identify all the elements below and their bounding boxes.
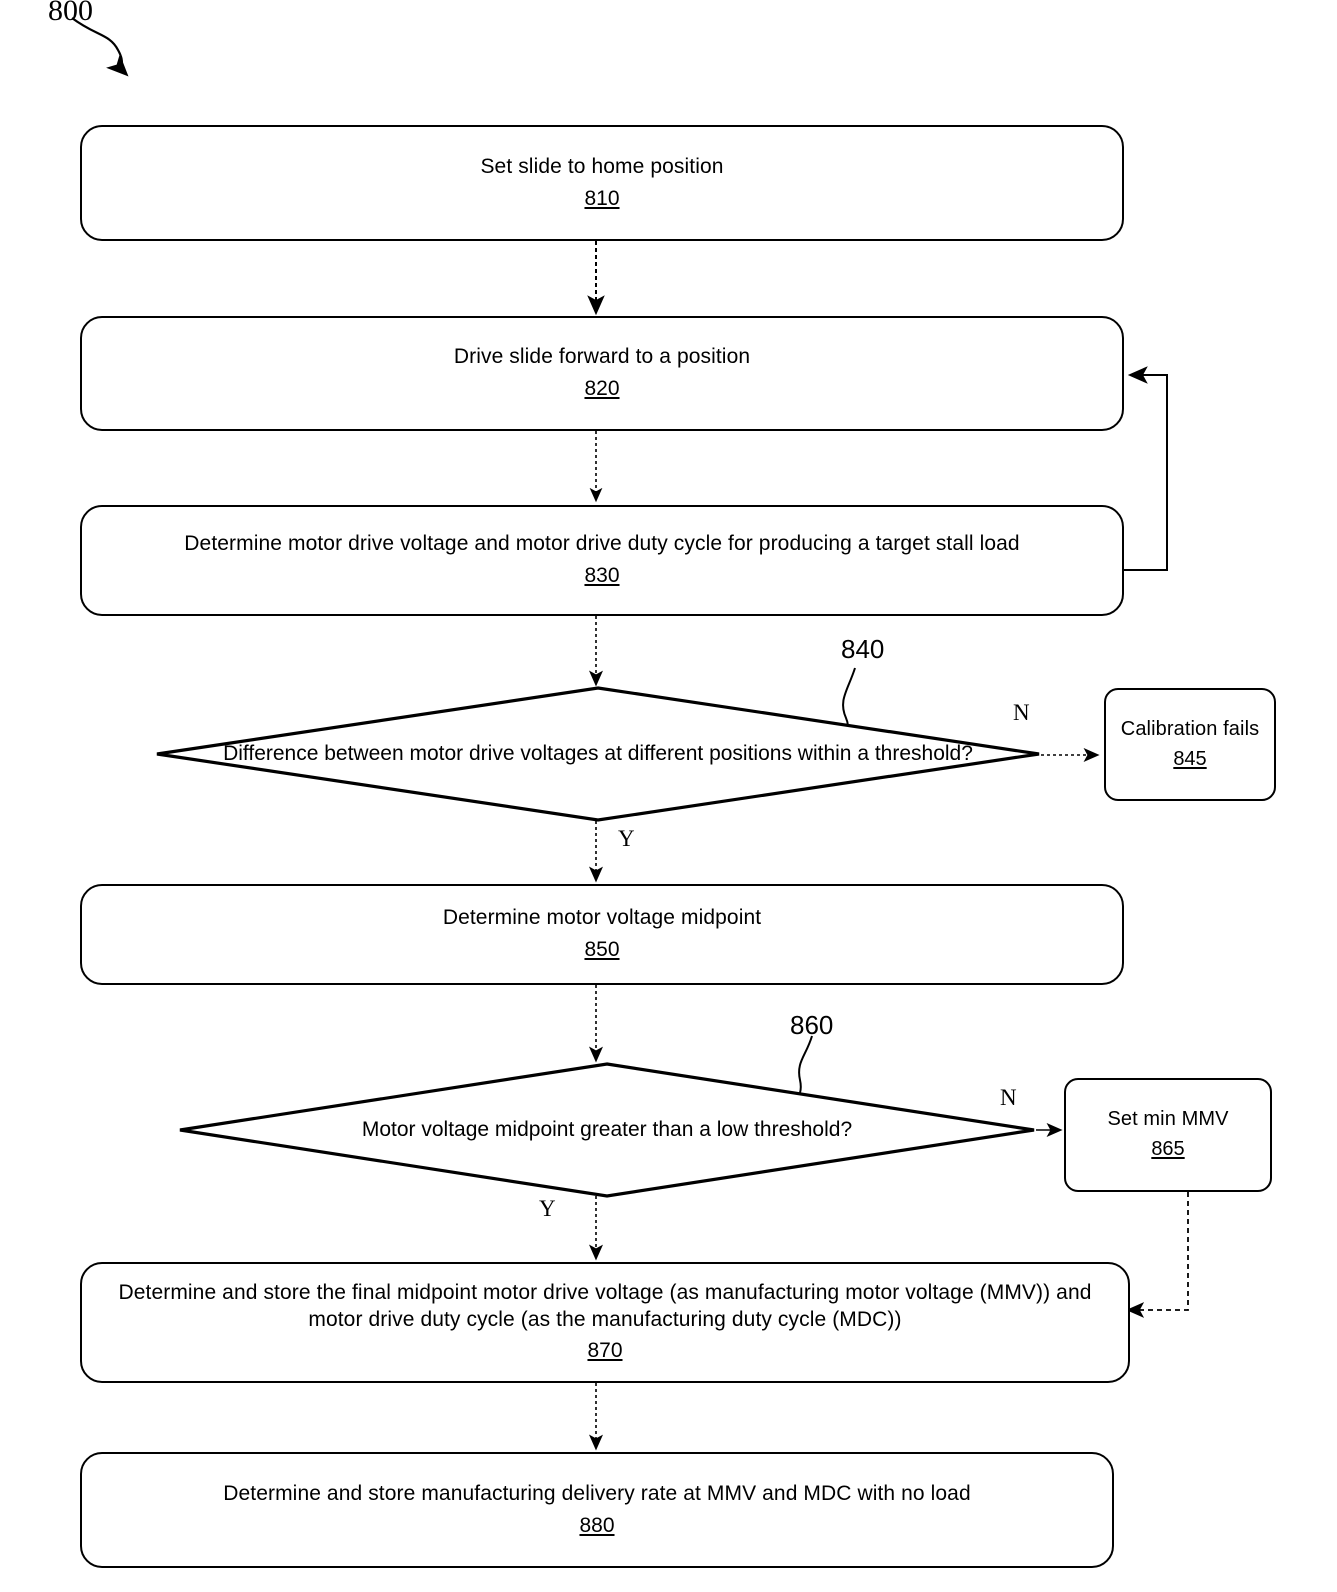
process-node-880[interactable]: Determine and store manufacturing delive… bbox=[80, 1452, 1114, 1568]
process-node-850[interactable]: Determine motor voltage midpoint 850 bbox=[80, 884, 1124, 985]
branch-label-840-no: N bbox=[1013, 700, 1030, 725]
node-865-text: Set min MMV bbox=[1107, 1108, 1229, 1131]
process-node-845[interactable]: Calibration fails 845 bbox=[1104, 688, 1276, 801]
node-870-ref: 870 bbox=[587, 1339, 623, 1363]
callout-label-860: 860 bbox=[790, 1010, 834, 1040]
figure-number: 800 bbox=[48, 0, 93, 27]
node-860-text: Motor voltage midpoint greater than a lo… bbox=[361, 1117, 853, 1141]
branch-label-840-yes: Y bbox=[618, 826, 635, 851]
node-820-text: Drive slide forward to a position bbox=[453, 345, 751, 369]
node-845-ref: 845 bbox=[1173, 747, 1207, 770]
process-node-810[interactable]: Set slide to home position 810 bbox=[80, 125, 1124, 241]
node-830-text: Determine motor drive voltage and motor … bbox=[184, 532, 1020, 556]
decision-840-shape bbox=[156, 686, 1040, 822]
callout-label-840: 840 bbox=[841, 634, 885, 664]
decision-860-shape bbox=[179, 1062, 1035, 1198]
node-830-ref: 830 bbox=[584, 564, 620, 587]
node-850-ref: 850 bbox=[584, 938, 620, 961]
node-845-text: Calibration fails bbox=[1120, 717, 1260, 740]
node-820-ref: 820 bbox=[584, 377, 620, 400]
node-865-ref: 865 bbox=[1151, 1138, 1185, 1160]
node-870-text: Determine and store the final midpoint m… bbox=[118, 1280, 1092, 1331]
node-810-ref: 810 bbox=[584, 186, 620, 210]
branch-label-860-yes: Y bbox=[539, 1196, 556, 1221]
wire-830-feedback-to-820 bbox=[1124, 366, 1168, 571]
branch-label-860-no: N bbox=[1000, 1085, 1017, 1110]
node-880-text: Determine and store manufacturing delive… bbox=[223, 1481, 971, 1505]
process-node-870[interactable]: Determine and store the final midpoint m… bbox=[80, 1262, 1130, 1383]
node-840-text: Difference between motor drive voltages … bbox=[223, 741, 973, 765]
node-810-text: Set slide to home position bbox=[480, 154, 724, 178]
process-node-830[interactable]: Determine motor drive voltage and motor … bbox=[80, 505, 1124, 616]
decision-node-840[interactable]: Difference between motor drive voltages … bbox=[155, 686, 1041, 822]
node-850-text: Determine motor voltage midpoint bbox=[442, 906, 762, 930]
wire-865-to-870 bbox=[1126, 1192, 1189, 1318]
process-node-820[interactable]: Drive slide forward to a position 820 bbox=[80, 316, 1124, 431]
process-node-865[interactable]: Set min MMV 865 bbox=[1064, 1078, 1272, 1192]
node-880-ref: 880 bbox=[579, 1513, 615, 1537]
decision-node-860[interactable]: Motor voltage midpoint greater than a lo… bbox=[178, 1062, 1036, 1198]
